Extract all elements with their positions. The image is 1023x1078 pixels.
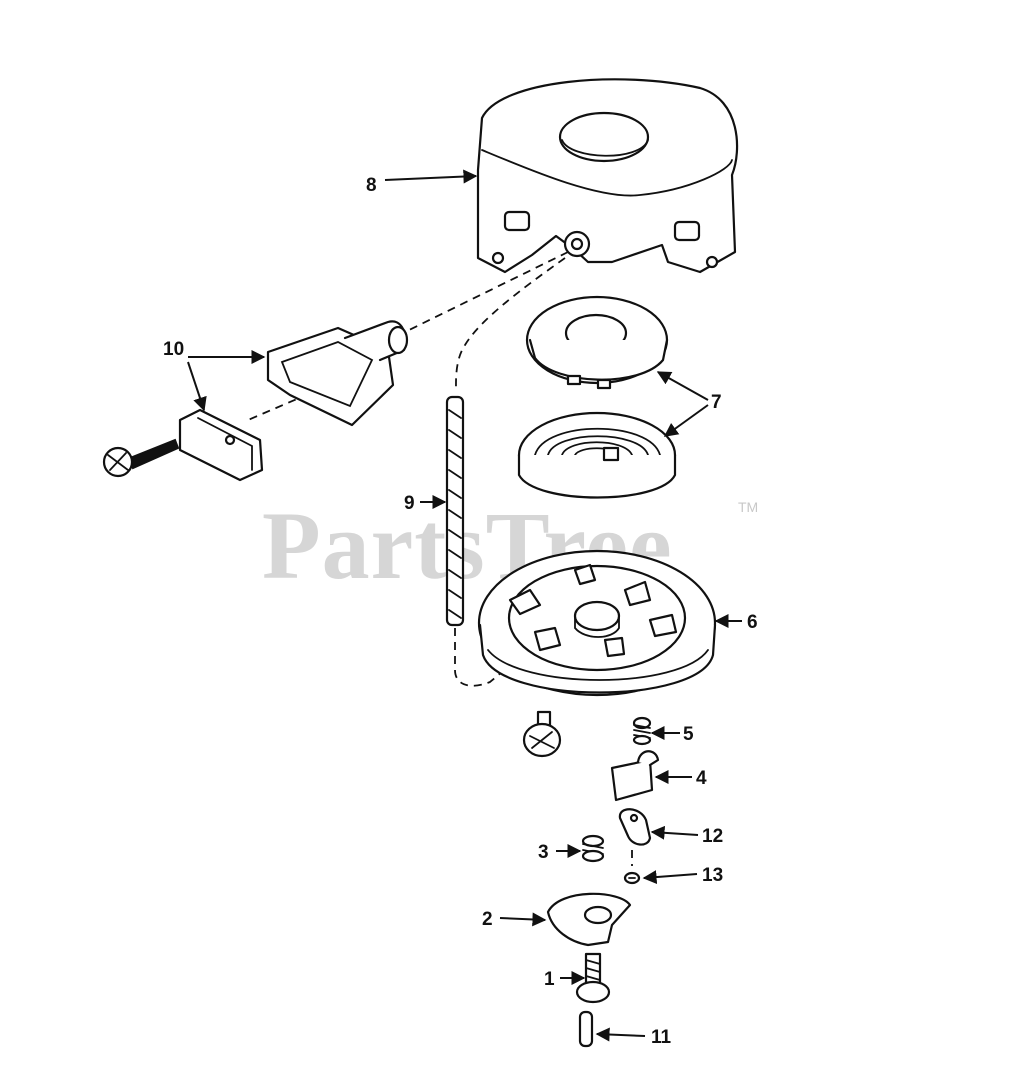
rope-end-knot <box>102 438 180 478</box>
part-7-spring[interactable] <box>517 411 677 499</box>
callout-8: 8 <box>366 175 377 196</box>
watermark-trademark: TM <box>738 499 758 515</box>
leader-8 <box>384 169 478 184</box>
callout-1: 1 <box>544 969 555 990</box>
leader-2 <box>499 912 547 927</box>
part-7-spring-cup[interactable] <box>525 295 669 390</box>
callout-12: 12 <box>702 826 723 847</box>
part-10-handle[interactable] <box>266 320 409 427</box>
callout-7: 7 <box>711 392 722 413</box>
callout-6: 6 <box>747 612 758 633</box>
callout-10: 10 <box>163 339 184 360</box>
rope-path-upper <box>404 251 569 333</box>
part-1-screw[interactable] <box>575 952 611 1004</box>
callout-3: 3 <box>538 842 549 863</box>
leader-10b <box>187 361 207 412</box>
callout-13: 13 <box>702 865 723 886</box>
leader-13 <box>642 870 698 885</box>
part-12-clip[interactable] <box>618 808 652 846</box>
part-13-screw[interactable] <box>623 871 641 885</box>
part-9-rope[interactable] <box>445 395 465 627</box>
leader-7a <box>656 371 709 401</box>
part-8-housing[interactable] <box>476 78 739 274</box>
part-2-retainer[interactable] <box>546 892 632 947</box>
callout-4: 4 <box>696 768 707 789</box>
part-3-spring[interactable] <box>581 834 605 863</box>
callout-9: 9 <box>404 493 415 514</box>
leader-7b <box>663 404 709 437</box>
part-10-insert[interactable] <box>178 408 264 482</box>
leader-11 <box>595 1027 646 1042</box>
part-6-pulley[interactable] <box>477 549 717 697</box>
leader-12 <box>650 825 699 840</box>
rope-path-lower <box>454 628 503 687</box>
callout-11: 11 <box>651 1027 672 1048</box>
hub-screw <box>522 710 562 758</box>
part-11-pin[interactable] <box>578 1010 594 1048</box>
part-5-spring[interactable] <box>632 716 652 746</box>
part-4-pawl[interactable] <box>610 750 660 802</box>
callout-2: 2 <box>482 909 493 930</box>
callout-5: 5 <box>683 724 694 745</box>
